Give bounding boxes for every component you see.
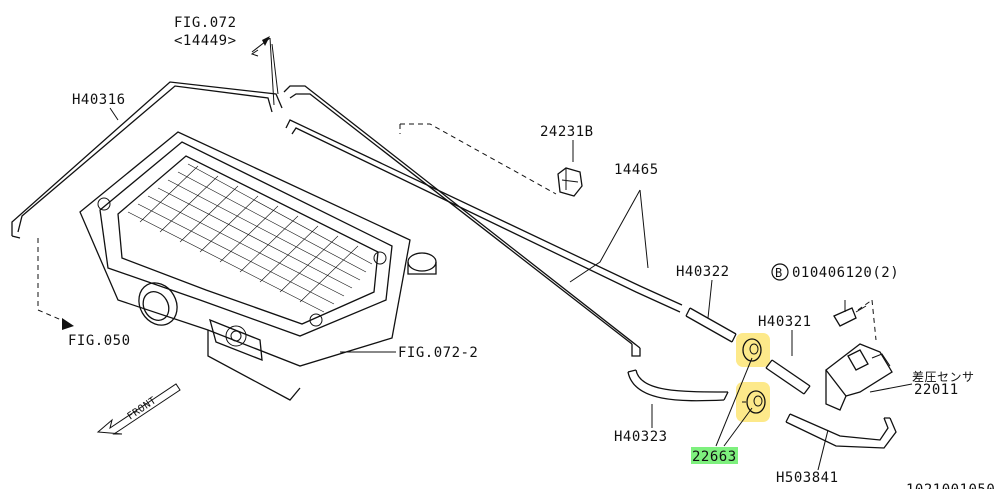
- dashed-references: [37, 123, 877, 341]
- bolt-prefix-circle: [771, 263, 789, 281]
- hose-h40321: [765, 359, 811, 395]
- highlight-part-22663: [691, 447, 738, 464]
- label-22011: 22011: [914, 382, 959, 398]
- label-fig072-sub: <14449>: [174, 33, 237, 49]
- label-14465: 14465: [614, 162, 659, 178]
- hose-h40322: [685, 307, 737, 343]
- label-bolt-prefix: B: [775, 266, 783, 280]
- hose-h40316: [11, 81, 683, 357]
- clip-22663-lower: [742, 390, 766, 414]
- label-h503841: H503841: [776, 470, 839, 486]
- label-22663: 22663: [692, 449, 737, 465]
- hose-h40323: [627, 369, 729, 402]
- intercooler-assembly: [79, 131, 437, 401]
- label-h40323: H40323: [614, 429, 668, 445]
- pressure-sensor-22011: [825, 343, 893, 411]
- label-catalog-code: 1021001050: [906, 482, 995, 489]
- clip-24231b: [557, 167, 583, 197]
- label-h40322: H40322: [676, 264, 730, 280]
- bolt-010406120: [833, 305, 867, 327]
- label-bolt-code: 010406120(2): [792, 265, 899, 281]
- label-h40316: H40316: [72, 92, 126, 108]
- highlight-clip-upper: [736, 333, 770, 367]
- label-fig072: FIG.072: [174, 15, 237, 31]
- leader-lines: [109, 43, 913, 471]
- hose-h503841: [785, 413, 897, 449]
- fig072-reference: [250, 36, 275, 106]
- label-fig072-2: FIG.072-2: [398, 345, 478, 361]
- front-arrow: FRONT: [96, 383, 181, 435]
- highlight-clip-lower: [736, 382, 770, 422]
- label-fig050: FIG.050: [68, 333, 131, 349]
- label-24231b: 24231B: [540, 124, 594, 140]
- label-sensor-jp: 差圧センサ: [912, 370, 975, 384]
- front-label: FRONT: [126, 395, 159, 422]
- label-h40321: H40321: [758, 314, 812, 330]
- clip-22663-upper: [742, 338, 762, 362]
